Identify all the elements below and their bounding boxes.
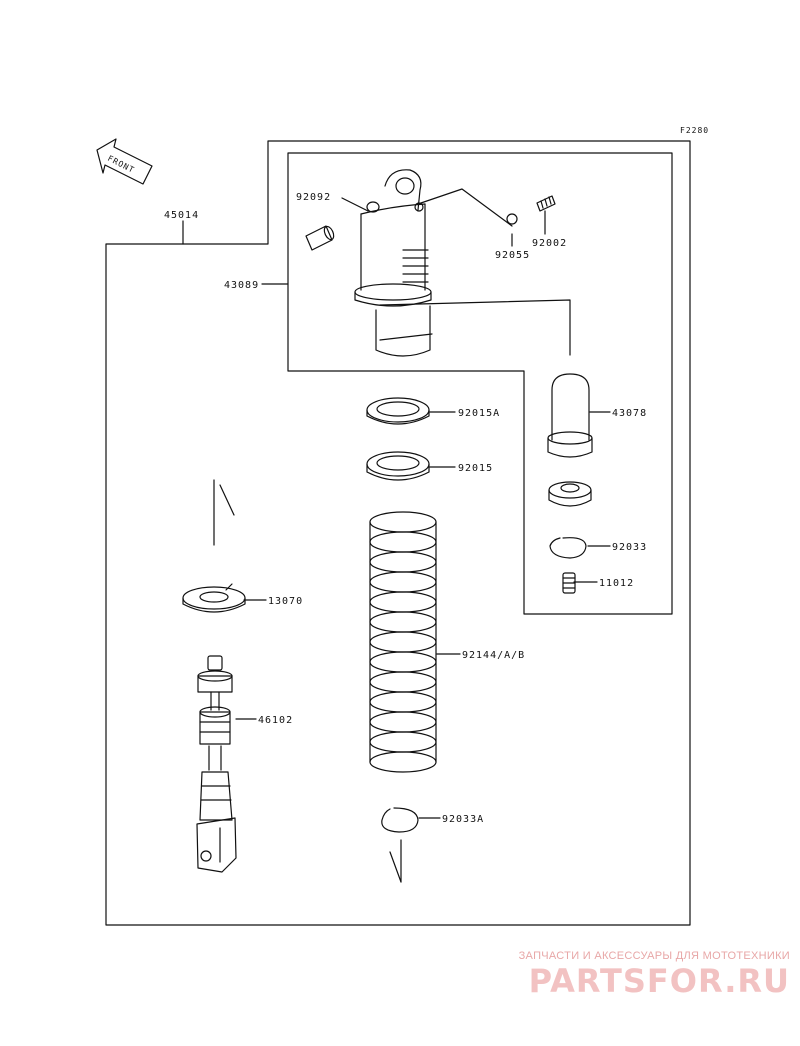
- label-92002: 92002: [532, 238, 567, 249]
- label-92144: 92144/A/B: [462, 650, 525, 661]
- spring-seat-13070: [182, 583, 246, 613]
- label-46102: 46102: [258, 715, 293, 726]
- bolt-92002: [536, 195, 556, 212]
- shock-absorber-body: [354, 169, 432, 357]
- assembly-frame-45014: [105, 140, 691, 926]
- watermark-logo: PARTSFOR.RU: [528, 962, 790, 1000]
- locknut-92015a: [366, 397, 430, 425]
- label-92015a: 92015A: [458, 408, 500, 419]
- reservoir-43078: [547, 373, 593, 458]
- circlip-92033a: [381, 807, 419, 833]
- front-arrow-icon: [96, 138, 153, 185]
- label-11012: 11012: [599, 578, 634, 589]
- assembly-frame-43089: [287, 152, 673, 615]
- label-43078: 43078: [612, 408, 647, 419]
- label-92055: 92055: [495, 250, 530, 261]
- reservoir-cap: [548, 481, 592, 507]
- valve-11012: [562, 572, 576, 594]
- spring-92144: [369, 511, 437, 773]
- label-92033a: 92033A: [442, 814, 484, 825]
- locknut-92015: [366, 451, 430, 481]
- label-92033: 92033: [612, 542, 647, 553]
- circlip-92033: [549, 537, 587, 559]
- label-13070: 13070: [268, 596, 303, 607]
- label-45014: 45014: [164, 210, 199, 221]
- label-92015: 92015: [458, 463, 493, 474]
- label-92092: 92092: [296, 192, 331, 203]
- damper-rod-46102: [196, 655, 237, 873]
- collar-92092: [305, 225, 335, 251]
- figure-code: F2280: [680, 126, 709, 135]
- watermark-tagline: ЗАПЧАСТИ И АКСЕССУАРЫ ДЛЯ МОТОТЕХНИКИ: [518, 950, 790, 962]
- o-ring-92055: [506, 213, 518, 225]
- label-43089: 43089: [224, 280, 259, 291]
